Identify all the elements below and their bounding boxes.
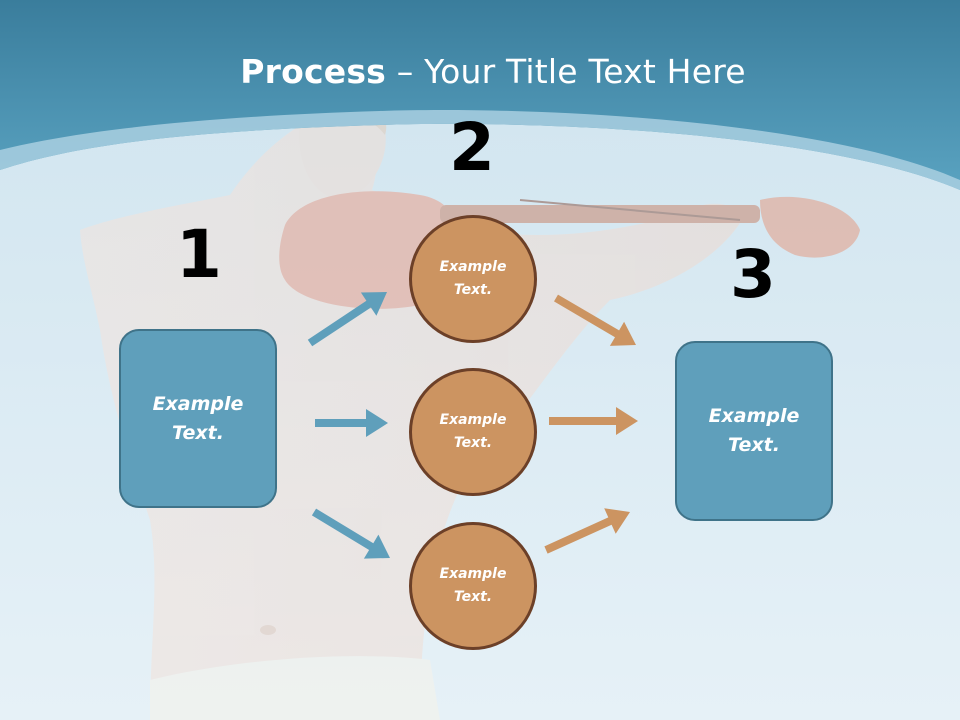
step-3-number: 3 (730, 236, 776, 313)
arrow-top-to-3 (554, 294, 636, 346)
step-1-number: 1 (176, 216, 222, 293)
arrow-1-to-middle (315, 409, 388, 437)
step-2-number: 2 (449, 109, 495, 186)
title-rest: – Your Title Text Here (386, 52, 746, 91)
step-1-box-text: Example Text. (152, 392, 244, 444)
arrow-1-to-top (307, 292, 387, 347)
circle-top-text: Example Text. (439, 259, 507, 298)
arrow-middle-to-3 (549, 407, 638, 435)
step-3-box: Example Text. (675, 341, 833, 521)
step-2-circle-middle: Example Text. (409, 368, 537, 496)
step-2-circle-bottom: Example Text. (409, 522, 537, 650)
step-3-box-text: Example Text. (708, 405, 800, 456)
title-bold: Process (240, 52, 387, 91)
slide-title: Process – Your Title Text Here (0, 52, 960, 91)
step-2-circle-top: Example Text. (409, 215, 537, 343)
arrow-1-to-bottom (311, 508, 390, 559)
circle-middle-text: Example Text. (439, 412, 507, 451)
arrow-bottom-to-3 (544, 508, 630, 554)
step-1-box: Example Text. (119, 329, 277, 508)
circle-bottom-text: Example Text. (439, 566, 507, 605)
